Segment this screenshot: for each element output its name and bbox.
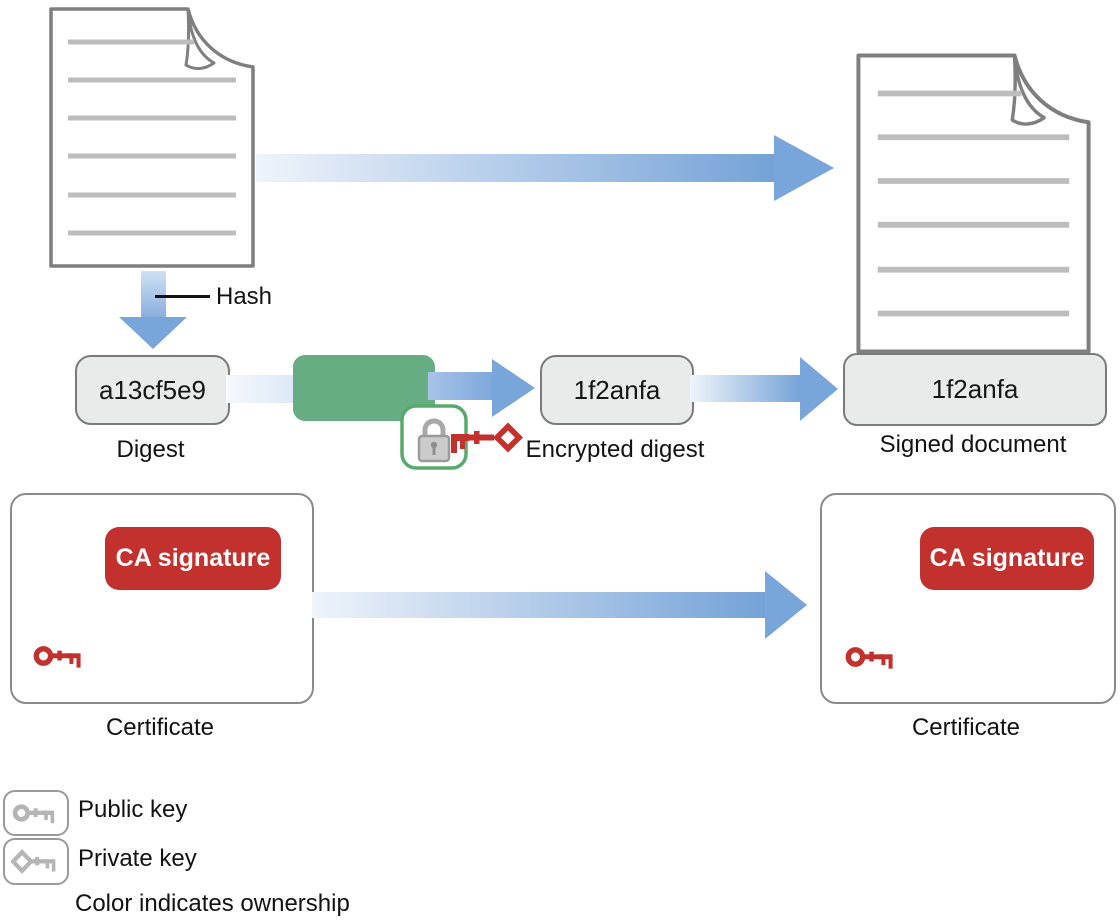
private-key-icon (11, 849, 56, 874)
legend-public-key-chip (3, 790, 69, 836)
lock-private-key-badge (400, 404, 523, 470)
signed-digest-bar: 1f2anfa (843, 353, 1107, 426)
signed-digest-value: 1f2anfa (931, 374, 1019, 404)
digest-value: a13cf5e9 (99, 374, 206, 405)
public-key-icon (845, 647, 893, 669)
signed-document-icon (856, 53, 1091, 354)
digest-label: Digest (116, 436, 185, 463)
encrypted-digest-value: 1f2anfa (573, 374, 661, 405)
public-key-icon (33, 646, 81, 668)
signed-document-label: Signed document (879, 431, 1067, 458)
certificate-left-label: Certificate (105, 714, 215, 741)
certificate-right-label: Certificate (911, 714, 1021, 741)
original-document-icon (49, 7, 255, 268)
ca-signature-badge-left: CA signature (105, 527, 281, 590)
hash-label: Hash (216, 283, 273, 310)
legend-private-key-label: Private key (78, 845, 197, 872)
legend-public-key-label: Public key (78, 796, 188, 823)
hash-callout-line (155, 295, 210, 298)
ca-signature-badge-right: CA signature (920, 527, 1094, 590)
ca-signature-text: CA signature (929, 544, 1085, 572)
legend-private-key-chip (3, 838, 69, 885)
ca-signature-text: CA signature (115, 544, 271, 572)
padlock-icon (417, 418, 451, 463)
legend-ownership-note: Color indicates ownership (75, 890, 350, 917)
encrypted-digest-chip: 1f2anfa (540, 355, 694, 425)
public-key-icon (12, 804, 55, 824)
encrypted-digest-label: Encrypted digest (525, 436, 705, 463)
private-key-icon (451, 422, 523, 453)
digest-to-encrypt-connector (226, 375, 294, 403)
digest-chip: a13cf5e9 (75, 355, 230, 425)
